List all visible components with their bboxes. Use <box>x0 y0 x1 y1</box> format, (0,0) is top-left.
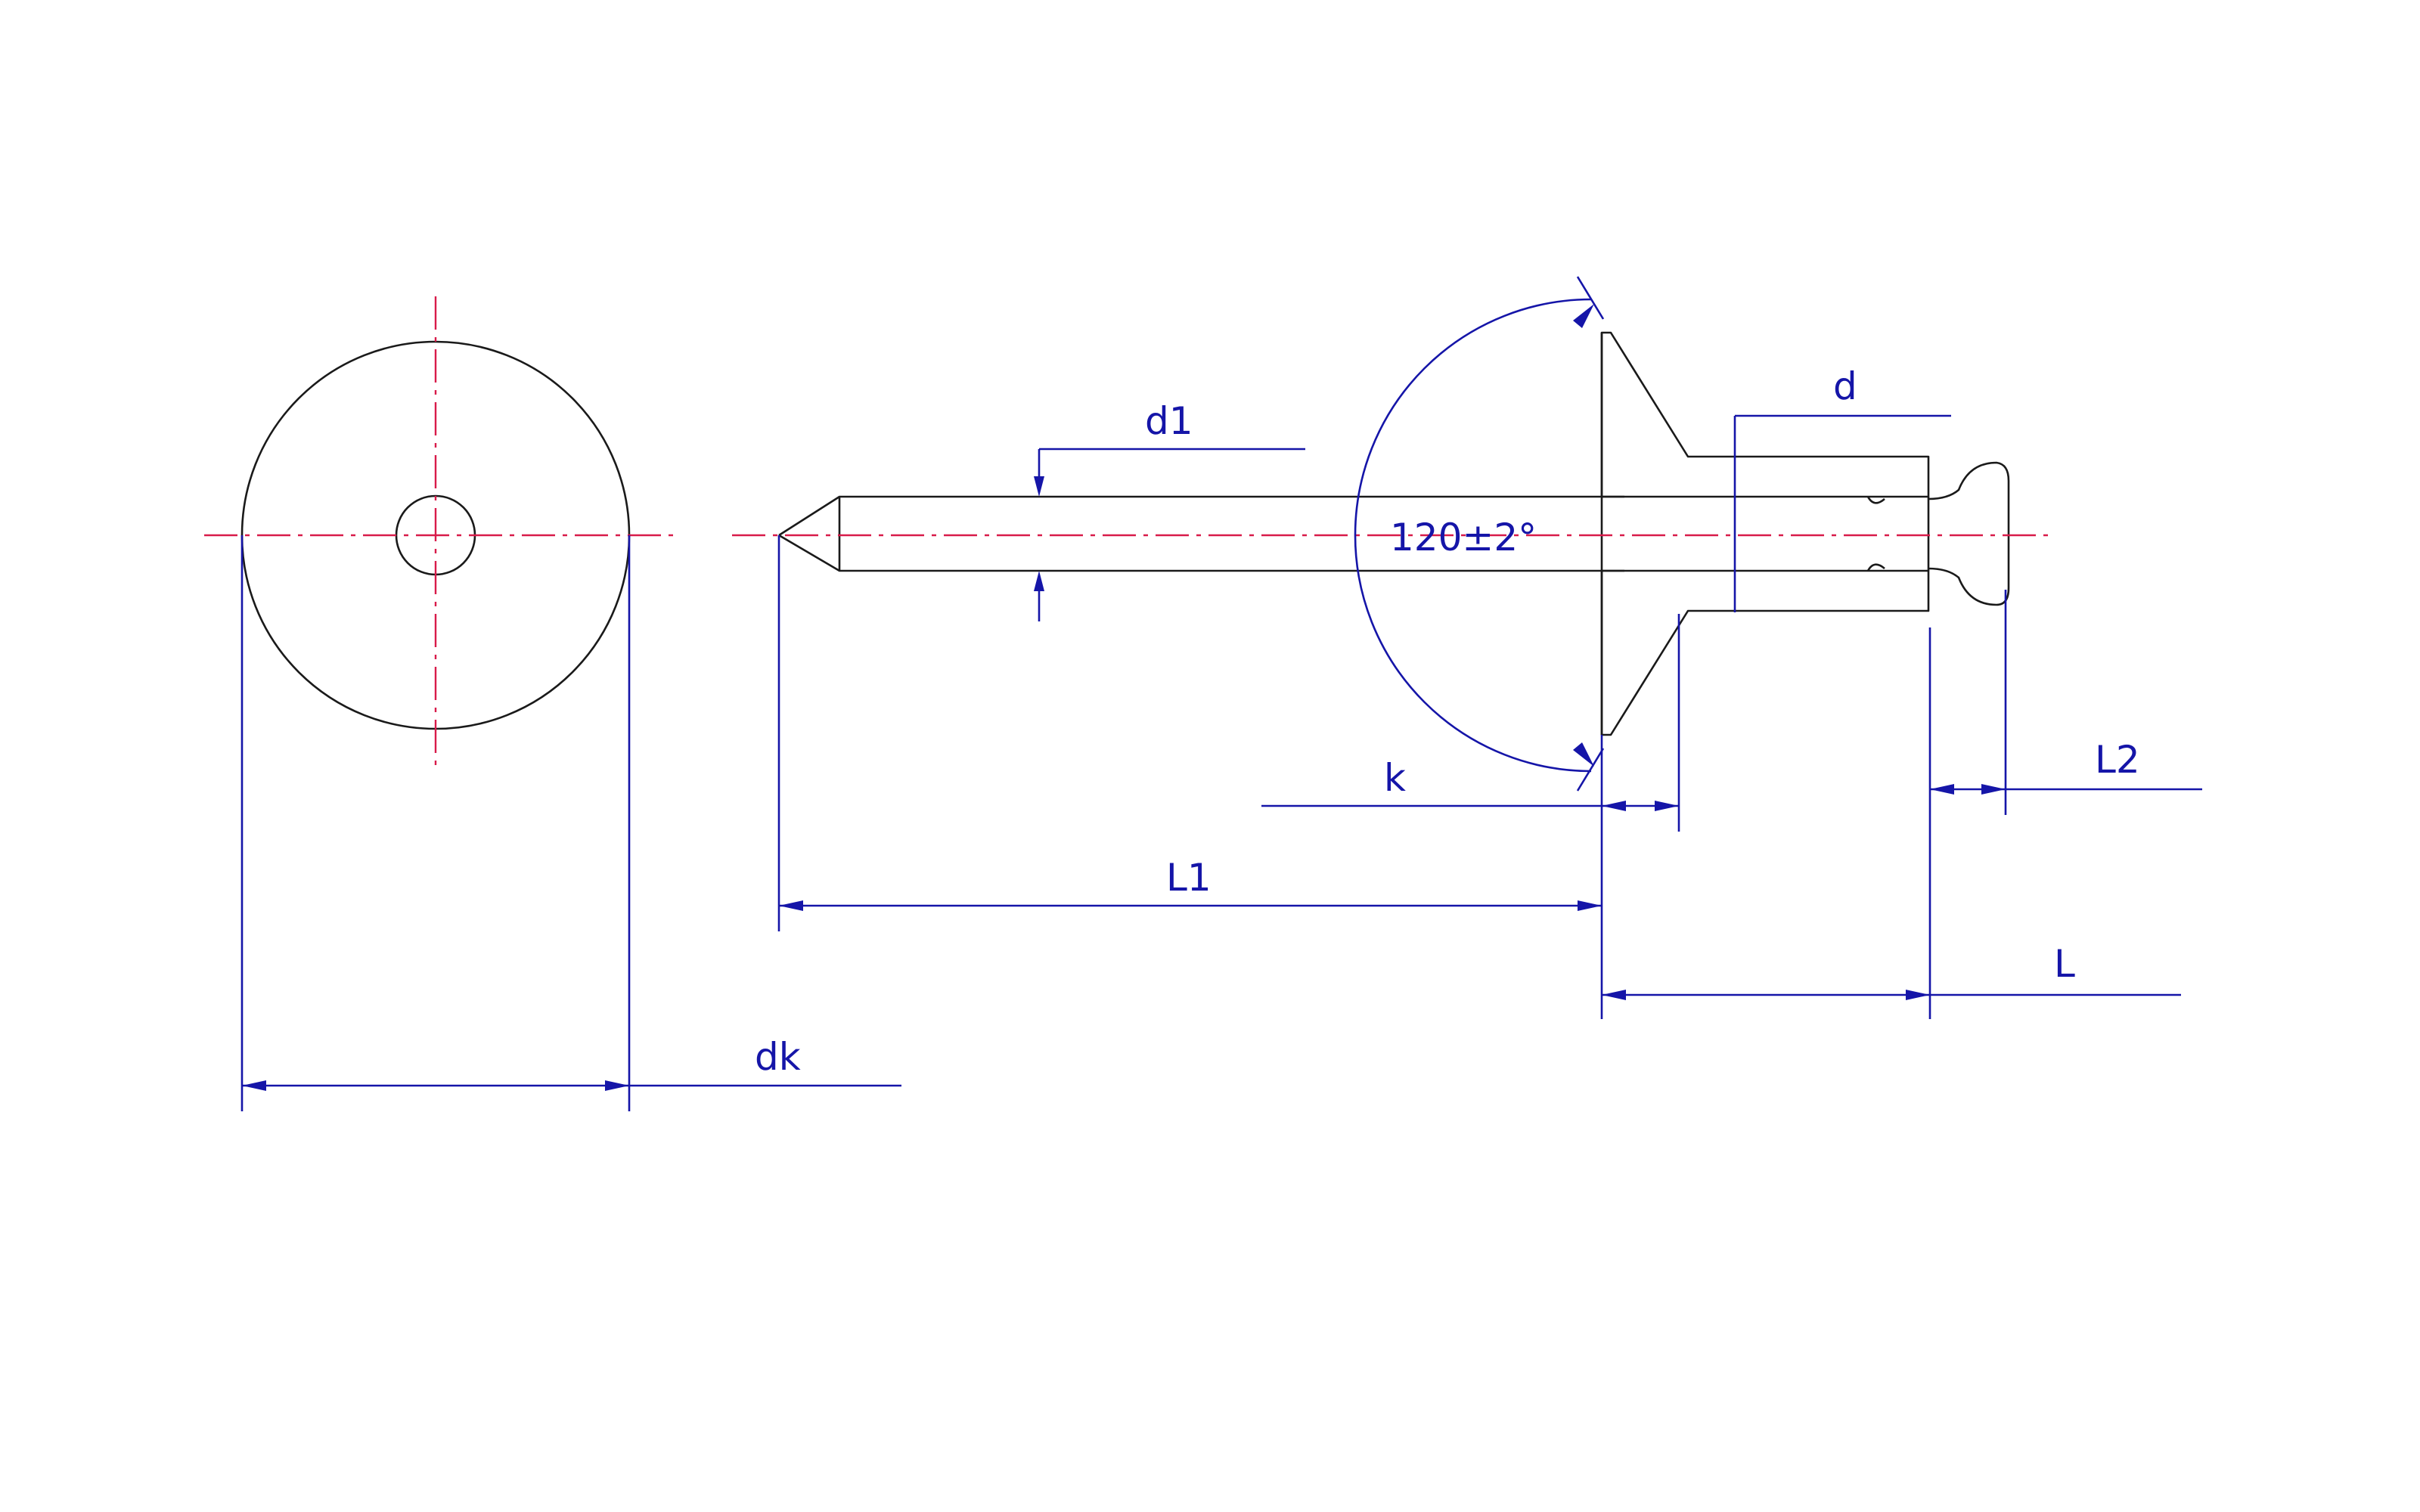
angle-dimension: 120±2° <box>1354 276 1605 792</box>
angle-label: 120±2° <box>1390 516 1537 559</box>
d-dimension: d <box>1733 364 1951 612</box>
rivet-head-upper-section <box>1600 331 1930 498</box>
d-label: d <box>1833 364 1857 408</box>
L2-label: L2 <box>2095 738 2140 782</box>
rivet-head-lower-section <box>1600 569 1930 736</box>
L1-dimension: L1 <box>777 535 1603 1019</box>
L2-dimension: L2 <box>1928 590 2202 1019</box>
k-dimension: k <box>1261 614 1680 832</box>
d1-dimension: d1 <box>1034 399 1305 621</box>
d1-label: d1 <box>1145 399 1193 443</box>
end-view <box>204 296 673 771</box>
mandrel-break-groove <box>1866 496 1885 572</box>
dk-label: dk <box>755 1035 801 1079</box>
L-label: L <box>2054 942 2075 986</box>
L1-label: L1 <box>1166 856 1212 900</box>
dk-dimension: dk <box>240 535 901 1111</box>
k-label: k <box>1384 756 1406 800</box>
L-dimension: L <box>1602 942 2181 1000</box>
mandrel-head <box>1928 461 2010 606</box>
